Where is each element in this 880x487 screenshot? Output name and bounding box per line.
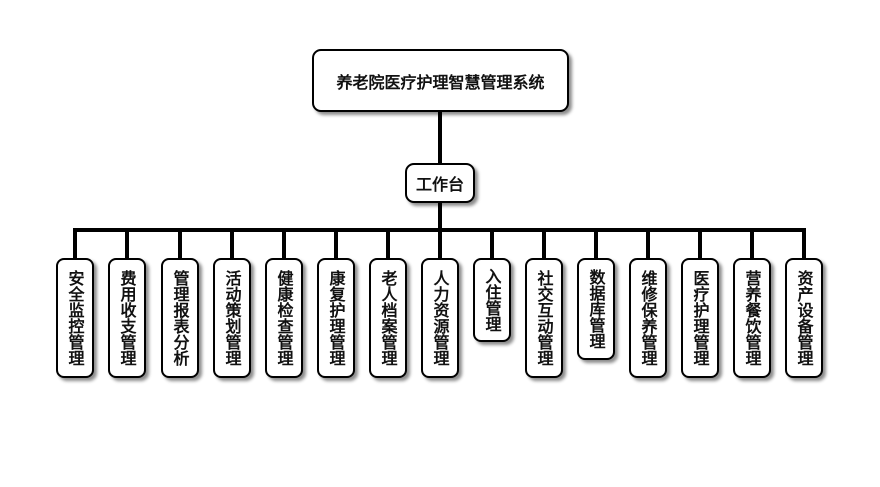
module-drop-connector bbox=[334, 230, 338, 260]
module-label: 社交互动管理 bbox=[534, 270, 554, 366]
module-node-safety-monitoring: 安全监控管理 bbox=[56, 258, 94, 378]
module-drop-connector bbox=[386, 230, 390, 260]
module-drop-connector bbox=[698, 230, 702, 260]
module-label: 费用收支管理 bbox=[117, 270, 137, 366]
module-node-rehab-care: 康复护理管理 bbox=[317, 258, 355, 378]
module-label: 康复护理管理 bbox=[326, 270, 346, 366]
module-label: 医疗护理管理 bbox=[690, 270, 710, 366]
module-label: 营养餐饮管理 bbox=[742, 270, 762, 366]
module-label: 活动策划管理 bbox=[222, 270, 242, 366]
module-drop-connector bbox=[282, 230, 286, 260]
hub-node-label: 工作台 bbox=[415, 175, 464, 194]
module-node-human-resources: 人力资源管理 bbox=[421, 258, 459, 378]
module-node-maintenance: 维修保养管理 bbox=[629, 258, 667, 378]
module-label: 维修保养管理 bbox=[638, 270, 658, 366]
module-label: 人力资源管理 bbox=[430, 270, 450, 366]
module-node-medical-care: 医疗护理管理 bbox=[681, 258, 719, 378]
module-label: 健康检查管理 bbox=[274, 270, 294, 366]
hub-to-bus-connector bbox=[438, 203, 442, 230]
module-drop-connector bbox=[646, 230, 650, 260]
module-node-health-check: 健康检查管理 bbox=[265, 258, 303, 378]
module-node-social-interaction: 社交互动管理 bbox=[525, 258, 563, 378]
module-label: 数据库管理 bbox=[586, 269, 606, 349]
root-node: 养老院医疗护理智慧管理系统 bbox=[312, 49, 569, 112]
module-label: 管理报表分析 bbox=[170, 270, 190, 366]
module-drop-connector bbox=[490, 230, 494, 260]
module-drop-connector bbox=[125, 230, 129, 260]
module-node-activity-planning: 活动策划管理 bbox=[213, 258, 251, 378]
module-label: 入住管理 bbox=[482, 268, 502, 332]
module-drop-connector bbox=[750, 230, 754, 260]
module-label: 资产设备管理 bbox=[794, 270, 814, 366]
module-node-nutrition-catering: 营养餐饮管理 bbox=[733, 258, 771, 378]
module-drop-connector bbox=[178, 230, 182, 260]
module-node-admission: 入住管理 bbox=[473, 258, 511, 342]
module-node-elder-records: 老人档案管理 bbox=[369, 258, 407, 378]
module-node-database: 数据库管理 bbox=[577, 258, 615, 360]
root-to-hub-connector bbox=[438, 112, 442, 163]
module-node-expense: 费用收支管理 bbox=[108, 258, 146, 378]
module-drop-connector bbox=[230, 230, 234, 260]
module-drop-connector bbox=[73, 230, 77, 260]
hub-node: 工作台 bbox=[405, 163, 475, 203]
module-drop-connector bbox=[542, 230, 546, 260]
module-label: 老人档案管理 bbox=[378, 270, 398, 366]
module-drop-connector bbox=[594, 230, 598, 260]
module-label: 安全监控管理 bbox=[65, 270, 85, 366]
root-node-label: 养老院医疗护理智慧管理系统 bbox=[336, 72, 545, 92]
module-drop-connector bbox=[438, 230, 442, 260]
module-drop-connector bbox=[802, 230, 806, 260]
module-node-report-analysis: 管理报表分析 bbox=[161, 258, 199, 378]
module-node-asset-equipment: 资产设备管理 bbox=[785, 258, 823, 378]
